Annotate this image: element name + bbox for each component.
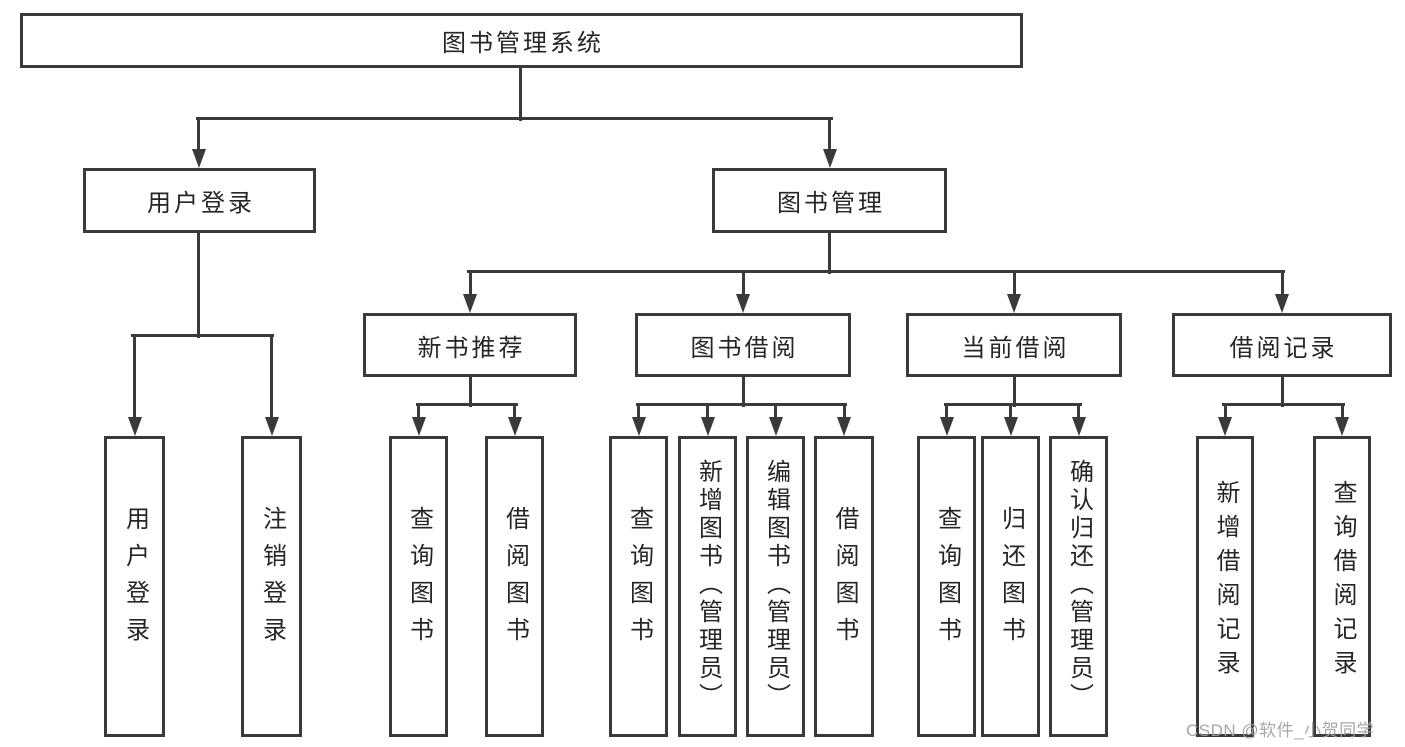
leaf-label: 用户登录	[121, 506, 149, 654]
arrow-stem	[1009, 404, 1012, 419]
arrow-stem	[513, 404, 516, 419]
arrow-stem	[133, 335, 136, 419]
connector-vline	[519, 68, 522, 121]
leaf-borrow-book-2: 借阅图书	[814, 436, 874, 737]
node-book-management: 图书管理	[712, 168, 947, 233]
arrow-head-icon	[411, 417, 426, 436]
arrow-stem	[706, 404, 709, 419]
leaf-user-login: 用户登录	[104, 436, 165, 737]
leaf-query-book-2: 查询图书	[609, 436, 668, 737]
leaf-return-book: 归还图书	[981, 436, 1040, 737]
node-label: 借阅记录	[1229, 334, 1338, 362]
watermark: CSDN @软件_小贺同学	[1186, 721, 1375, 740]
arrow-stem	[270, 335, 273, 419]
connector-hline	[467, 269, 1285, 273]
arrow-stem	[1340, 404, 1344, 419]
arrow-head-icon	[1003, 417, 1018, 436]
leaf-add-book-admin: 新增图书（管理员）	[678, 436, 737, 737]
arrow-head-icon	[939, 417, 954, 436]
arrow-head-icon	[507, 417, 522, 436]
leaf-add-borrow-record: 新增借阅记录	[1196, 436, 1254, 737]
node-new-book-recommend: 新书推荐	[363, 313, 577, 377]
arrow-head-icon	[264, 417, 279, 436]
arrow-head-icon	[768, 417, 783, 436]
node-borrow-records: 借阅记录	[1172, 313, 1392, 377]
connector-vline	[741, 377, 745, 407]
node-current-borrow: 当前借阅	[906, 313, 1122, 377]
leaf-borrow-book-1: 借阅图书	[485, 436, 544, 737]
leaf-edit-book-admin: 编辑图书（管理员）	[746, 436, 805, 737]
arrow-stem	[637, 404, 640, 419]
arrow-stem	[1077, 404, 1080, 419]
arrow-head-icon	[631, 417, 646, 436]
leaf-label: 借阅图书	[831, 506, 858, 654]
arrow-head-icon	[837, 417, 851, 436]
leaf-label: 新增图书（管理员）	[694, 458, 722, 711]
arrow-head-icon	[736, 294, 750, 313]
node-label: 新书推荐	[417, 334, 526, 362]
connector-hline	[1222, 402, 1345, 406]
leaf-label: 注销登录	[258, 506, 286, 654]
leaf-query-book-1: 查询图书	[389, 436, 448, 737]
connector-vline	[1012, 377, 1016, 407]
leaf-label: 查询图书	[625, 506, 653, 654]
node-label: 用户登录	[147, 190, 255, 217]
leaf-label: 新增借阅记录	[1212, 479, 1239, 684]
arrow-stem	[468, 271, 472, 296]
arrow-head-icon	[1335, 417, 1349, 436]
connector-hline	[131, 333, 274, 337]
leaf-label: 查询图书	[405, 506, 433, 654]
arrow-stem	[1280, 271, 1284, 296]
arrow-head-icon	[1275, 294, 1289, 313]
connector-vline	[1280, 377, 1284, 407]
arrow-head-icon	[191, 149, 206, 168]
node-label: 图书管理系统	[442, 30, 604, 57]
leaf-label: 查询借阅记录	[1329, 479, 1356, 684]
arrow-stem	[417, 404, 420, 419]
node-user-login: 用户登录	[83, 168, 316, 233]
leaf-logout: 注销登录	[241, 436, 302, 737]
arrow-stem	[1223, 404, 1227, 419]
leaf-label: 查询图书	[933, 506, 961, 654]
arrow-head-icon	[127, 417, 142, 436]
connector-vline	[468, 377, 472, 407]
arrow-stem	[741, 271, 745, 296]
arrow-head-icon	[1218, 417, 1232, 436]
leaf-label: 归还图书	[997, 506, 1025, 654]
node-root-library-system: 图书管理系统	[20, 13, 1023, 68]
connector-hline	[635, 402, 847, 406]
arrow-stem	[945, 404, 948, 419]
node-label: 当前借阅	[961, 334, 1070, 362]
leaf-label: 借阅图书	[501, 506, 529, 654]
connector-hline	[943, 402, 1082, 406]
arrow-stem	[774, 404, 777, 419]
node-label: 图书借阅	[690, 334, 799, 362]
arrow-head-icon	[1007, 294, 1021, 313]
leaf-label: 编辑图书（管理员）	[762, 458, 790, 711]
connector-vline	[197, 233, 200, 338]
arrow-head-icon	[700, 417, 715, 436]
leaf-confirm-return-admin: 确认归还（管理员）	[1049, 436, 1108, 737]
arrow-stem	[842, 404, 846, 419]
connector-hline	[195, 116, 833, 120]
arrow-stem	[1012, 271, 1016, 296]
arrow-head-icon	[1071, 417, 1086, 436]
arrow-stem	[828, 118, 831, 151]
node-book-borrow: 图书借阅	[635, 313, 851, 377]
connector-vline	[828, 233, 831, 274]
leaf-query-book-3: 查询图书	[917, 436, 976, 737]
leaf-query-borrow-record: 查询借阅记录	[1313, 436, 1371, 737]
arrow-head-icon	[822, 149, 837, 168]
connector-hline	[415, 402, 518, 406]
leaf-label: 确认归还（管理员）	[1065, 458, 1093, 711]
arrow-stem	[197, 118, 200, 151]
node-label: 图书管理	[777, 190, 885, 217]
arrow-head-icon	[463, 294, 477, 313]
